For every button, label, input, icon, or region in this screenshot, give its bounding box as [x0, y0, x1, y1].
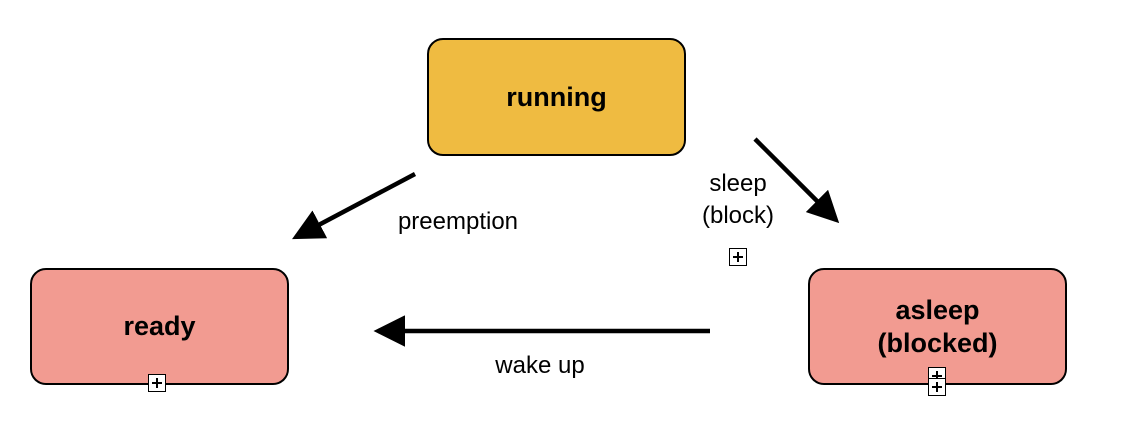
state-running[interactable]: running [427, 38, 686, 156]
state-running-label: running [506, 81, 607, 112]
sleep-label: sleep (block) [701, 170, 774, 229]
preemption-label: preemption [397, 208, 519, 235]
expand-icon[interactable] [148, 374, 166, 392]
wake-up-label: wake up [495, 352, 585, 379]
state-asleep-label: asleep (blocked) [877, 294, 998, 358]
state-asleep[interactable]: asleep (blocked) [808, 268, 1067, 385]
expand-icon[interactable] [729, 248, 747, 266]
sleep-arrow [753, 137, 840, 224]
preemption-arrow [292, 172, 417, 240]
state-ready-label: ready [123, 311, 196, 341]
expand-icon[interactable] [928, 378, 946, 396]
state-ready[interactable]: ready [30, 268, 289, 385]
